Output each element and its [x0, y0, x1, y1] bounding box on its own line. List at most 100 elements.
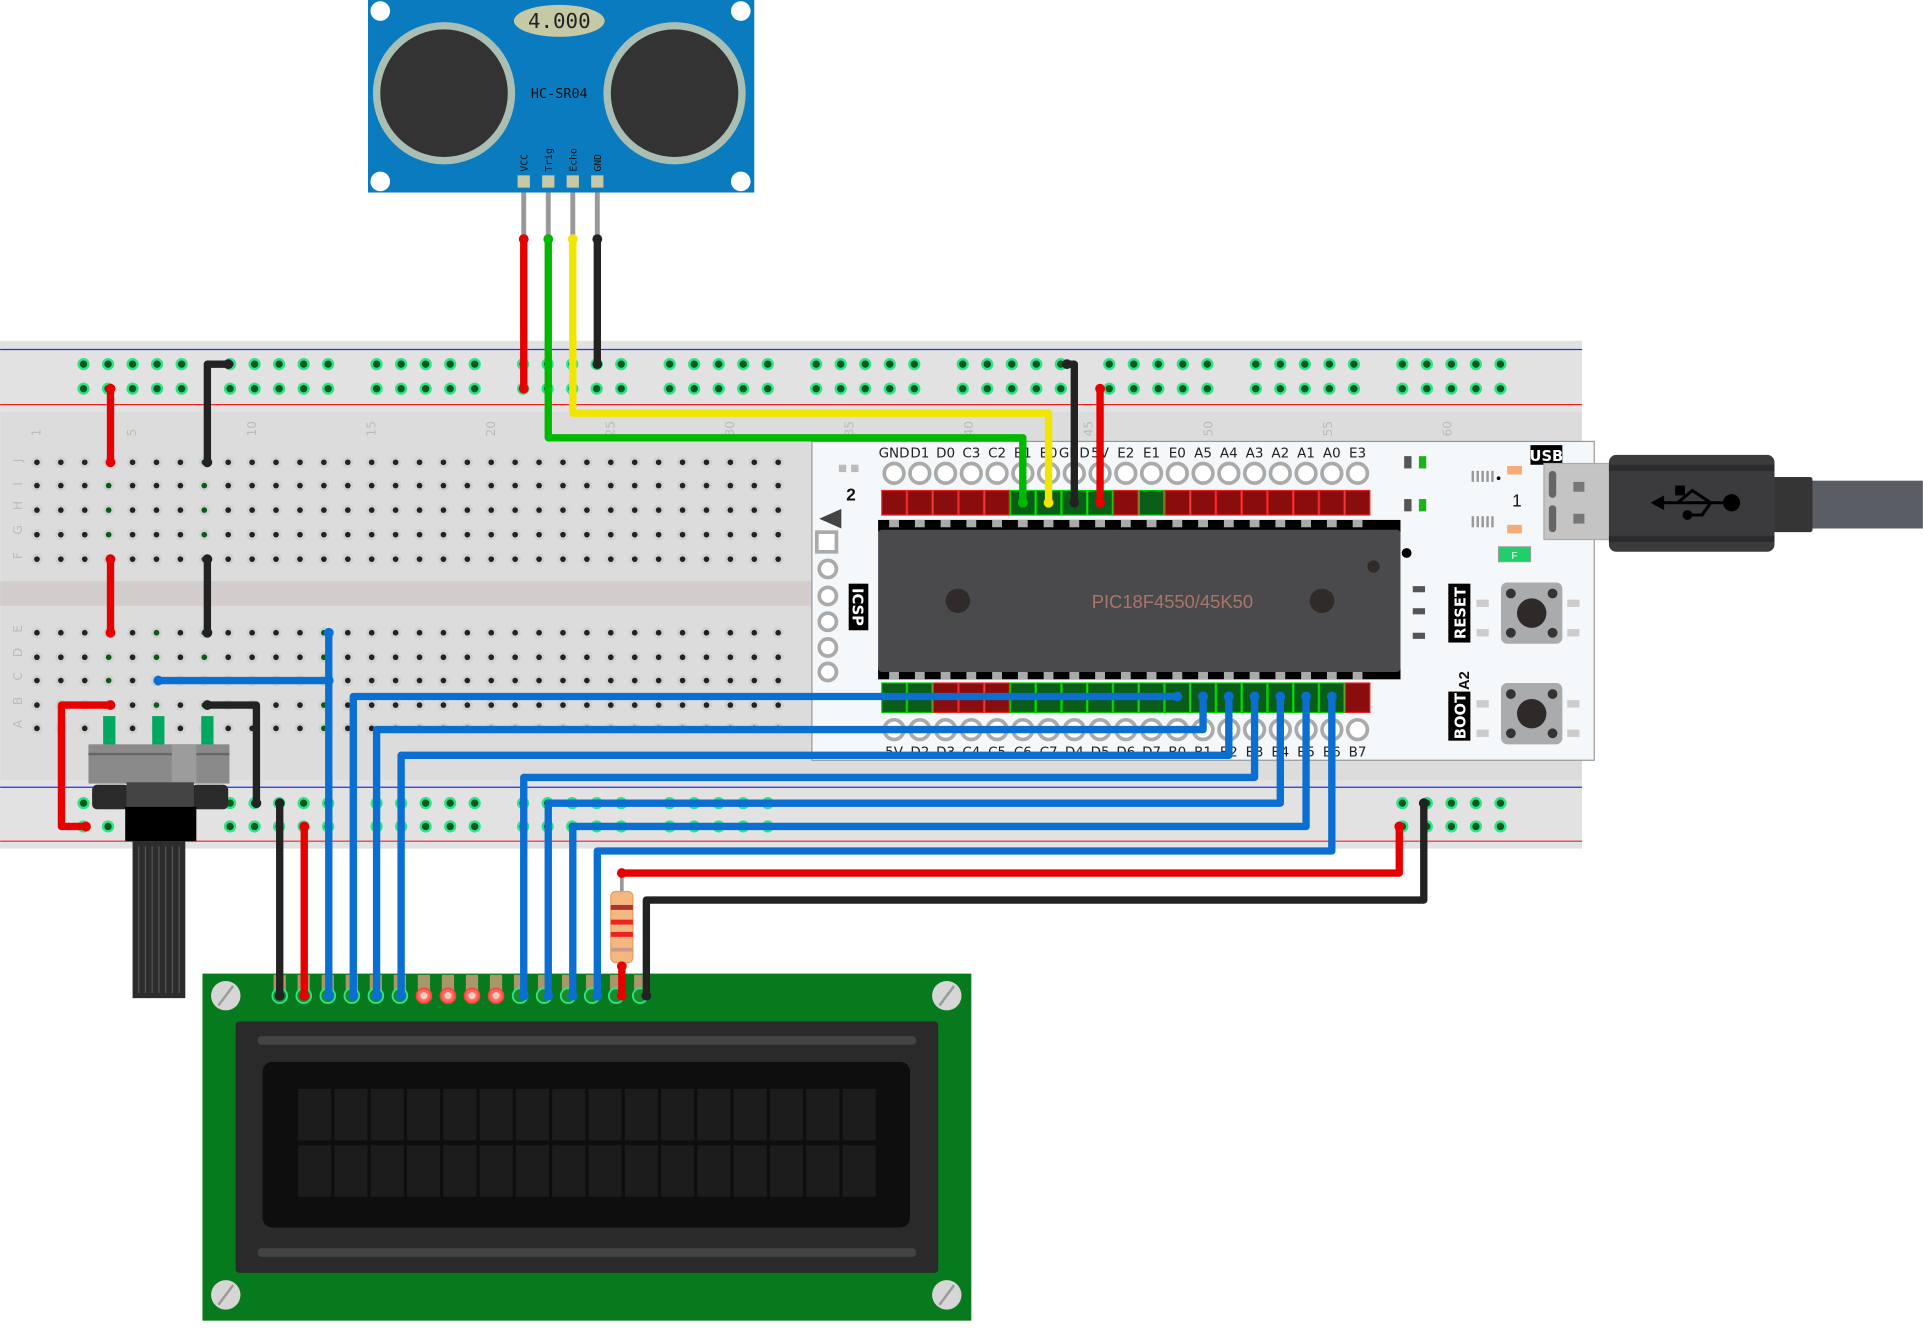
breadboard-hole-center: [464, 507, 471, 513]
chip-leg: [914, 519, 925, 528]
breadboard-hole-center: [392, 507, 399, 513]
breadboard-hole-center: [129, 725, 136, 732]
wire-lcd-d5-end: [543, 990, 554, 1001]
row-label: H: [11, 501, 25, 510]
chip-leg: [1095, 519, 1105, 528]
top-pin-hole: [1268, 461, 1292, 485]
chip-leg: [1326, 519, 1337, 528]
breadboard-hole-center: [368, 531, 375, 538]
rail-hole-center: [299, 360, 308, 368]
breadboard-hole-center: [273, 629, 279, 636]
top-pin-label: A4: [1220, 445, 1238, 461]
rail-hole-center: [861, 360, 869, 368]
rail-hole-center: [79, 360, 88, 368]
breadboard-hole-center: [321, 507, 327, 513]
top-pin-sockets: [881, 489, 1371, 516]
wire-gnd-bridge-end: [202, 627, 213, 638]
rail-hole-center: [1447, 799, 1456, 807]
breadboard-hole-center: [440, 702, 447, 708]
breadboard-hole-center: [273, 482, 279, 489]
rail-hole-center: [1203, 360, 1212, 368]
rail-hole-center: [1398, 360, 1407, 368]
rail-hole-center: [1252, 360, 1260, 368]
chip-leg: [1249, 671, 1260, 680]
lcd-character-grid: [298, 1088, 876, 1197]
breadboard-hole-center: [297, 459, 303, 466]
reset-button[interactable]: [1476, 582, 1580, 644]
rail-hole-center: [910, 385, 918, 393]
breadboard-hole-center: [416, 556, 423, 562]
breadboard-hole-center: [584, 507, 590, 513]
icsp-hole: [817, 611, 839, 633]
lcd-character-cell: [588, 1145, 622, 1197]
breadboard-hole-center: [392, 654, 399, 661]
rail-hole-center: [739, 360, 747, 368]
breadboard-hole-center: [607, 459, 614, 466]
wire-backlight-anode-end: [616, 868, 627, 878]
row-label: G: [11, 525, 25, 535]
breadboard-hole-center: [679, 677, 686, 684]
wire-rail-gnd-top-end: [223, 359, 234, 370]
boot-button[interactable]: [1476, 683, 1580, 745]
breadboard-hole-center: [58, 531, 64, 538]
rail-hole-center: [1252, 385, 1260, 393]
rail-hole-center: [1130, 360, 1138, 368]
wire-lcd-en: [397, 692, 1233, 1000]
wire-rail-gnd-top-end: [202, 457, 213, 468]
wire-backlight-cathode-end: [1418, 798, 1429, 809]
wire-lcd-d5: [544, 692, 1284, 1000]
wire-rail-gnd-top: [203, 360, 232, 466]
top-pin-hole: [1165, 461, 1189, 485]
wire-sensor-gnd-end: [592, 359, 603, 370]
rail-hole-center: [104, 360, 112, 368]
lcd-character-cell: [443, 1145, 477, 1197]
wire-backlight-anode: [618, 822, 1403, 877]
breadboard-hole-center: [655, 482, 662, 489]
breadboard-hole-center: [249, 482, 255, 489]
breadboard-hole-center: [249, 654, 255, 661]
top-pin-socket: [906, 489, 933, 516]
rail-hole-center: [153, 360, 161, 368]
breadboard-hole-center: [464, 629, 471, 636]
top-pin-hole: [1139, 461, 1164, 485]
breadboard-hole-center: [560, 459, 566, 466]
chip-leg: [992, 671, 1002, 680]
rail-hole-center: [79, 385, 88, 393]
breadboard-hole-center: [177, 654, 184, 661]
breadboard-hole-center: [225, 629, 232, 636]
row-label: D: [11, 648, 25, 657]
breadboard-hole-center: [58, 629, 64, 636]
lcd-pin-pad-center: [492, 992, 500, 1000]
lcd-character-cell: [624, 1088, 658, 1141]
breadboard-hole-center: [607, 702, 614, 708]
rail-hole-center: [739, 385, 747, 393]
breadboard-hole-center: [177, 507, 184, 513]
sensor-pin-label: GND: [593, 154, 604, 172]
rail-hole-center: [764, 360, 772, 368]
wires: [57, 234, 1429, 1001]
breadboard-hole-center: [775, 556, 781, 562]
rail-hole-center: [910, 360, 918, 368]
potentiometer[interactable]: [88, 716, 230, 999]
breadboard-hole-center: [129, 677, 136, 684]
chip-leg: [1069, 671, 1080, 680]
pin1-arrow-icon: [819, 508, 842, 529]
top-pin-hole: [1242, 461, 1267, 485]
rail-hole-center: [446, 799, 454, 807]
breadboard-hole-center: [488, 654, 495, 661]
top-pin-label: C3: [962, 445, 980, 461]
breadboard-hole-center: [153, 702, 160, 708]
rail-hole-center: [421, 385, 430, 393]
breadboard-hole-center: [392, 531, 399, 538]
rail-hole-center: [1350, 385, 1358, 393]
wire-pot-gnd-end: [251, 798, 262, 809]
chip-leg: [1095, 671, 1105, 680]
rail-hole-center: [1496, 385, 1505, 393]
top-pin-label: GND: [879, 445, 910, 461]
wire-lcd-rs-end: [348, 990, 359, 1001]
breadboard-hole-center: [607, 556, 614, 562]
potentiometer-knob[interactable]: [132, 841, 186, 999]
breadboard-hole-center: [584, 531, 590, 538]
breadboard-hole-center: [751, 629, 758, 636]
breadboard-hole-center: [560, 677, 566, 684]
